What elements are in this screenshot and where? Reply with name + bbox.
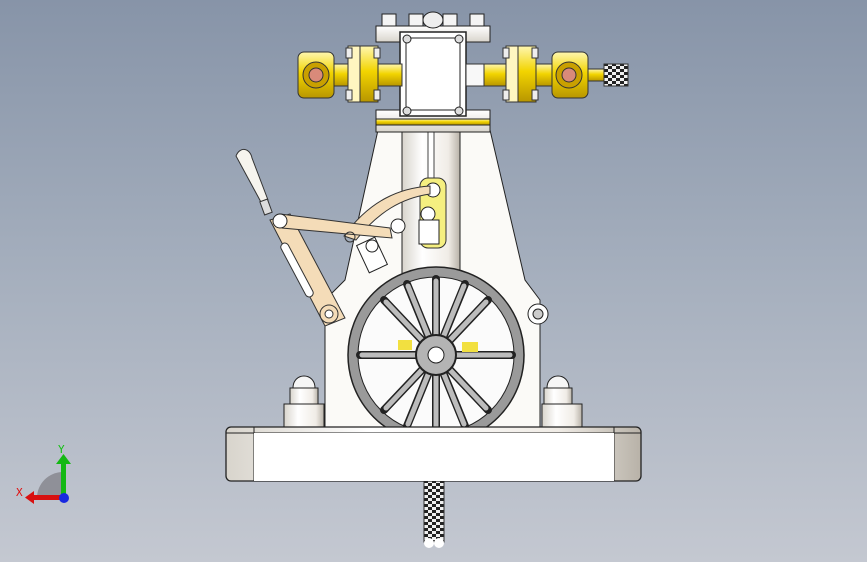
shaft — [423, 479, 445, 548]
acorn-nut-right — [541, 375, 583, 429]
x-axis-label: X — [16, 486, 23, 499]
inlet-pipe-assembly — [297, 45, 403, 103]
reversing-lever[interactable] — [269, 213, 406, 327]
y-axis-arrow — [61, 462, 66, 498]
base-plate — [225, 426, 642, 482]
flywheel[interactable] — [347, 266, 525, 444]
outlet-pipe-assembly — [465, 45, 629, 103]
cylinder-head — [375, 11, 491, 133]
lever-handle[interactable] — [235, 149, 273, 216]
x-axis-arrow — [32, 495, 64, 500]
acorn-nut-left — [283, 375, 325, 429]
coordinate-triad — [25, 454, 71, 504]
y-axis-label: Y — [58, 443, 65, 456]
z-axis-dot — [59, 493, 69, 503]
